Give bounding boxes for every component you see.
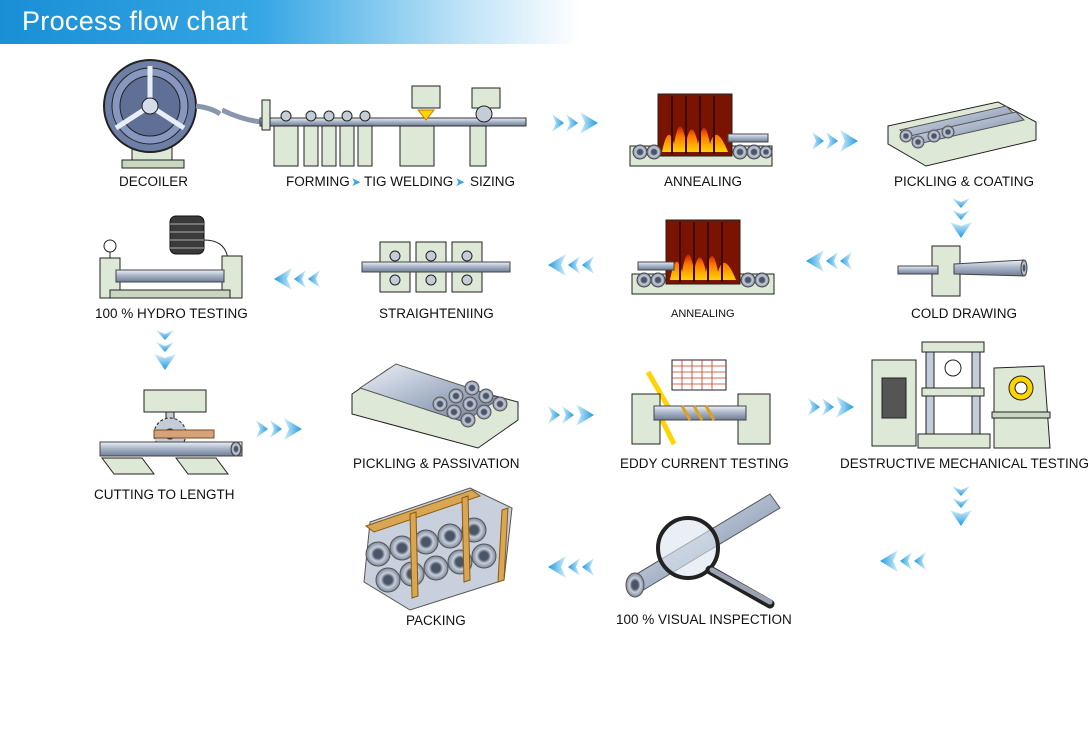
- step-label-visual-inspection: 100 % VISUAL INSPECTION: [616, 612, 792, 627]
- inline-arrow-icon: ➤: [351, 175, 362, 189]
- cutting-illustration: [99, 389, 243, 475]
- step-label-decoiler: DECOILER: [119, 174, 189, 189]
- step-label-pickling-passivation: PICKLING & PASSIVATION: [353, 456, 520, 471]
- page-title: Process flow chart: [22, 6, 248, 36]
- flow-arrow-right: [548, 404, 594, 426]
- step-label-straightening: STRAIGHTENIING: [379, 306, 494, 321]
- pickling-coating-illustration: [887, 101, 1037, 167]
- flow-arrow-down: [154, 330, 176, 370]
- flow-arrow-left: [548, 254, 594, 276]
- flow-arrow-down: [950, 486, 972, 526]
- cold-drawing-illustration: [897, 245, 1028, 297]
- step-label-annealing: ANNEALING: [671, 308, 735, 320]
- destructive-testing-illustration: [871, 341, 1051, 449]
- flow-arrow-left: [880, 550, 926, 572]
- step-label-cold-drawing: COLD DRAWING: [911, 306, 1018, 321]
- flow-arrow-down: [950, 198, 972, 238]
- step-label-destructive-testing: DESTRUCTIVE MECHANICAL TESTING: [840, 456, 1090, 471]
- flow-arrow-right: [552, 112, 598, 134]
- pickling-passivation-illustration: [351, 363, 519, 449]
- step-label-sizing: SIZING: [470, 174, 516, 189]
- forming-line-illustration: [222, 85, 527, 167]
- eddy-current-illustration: [631, 359, 771, 446]
- step-label-tig-welding: TIG WELDING: [364, 174, 454, 189]
- flow-arrow-right: [808, 396, 854, 418]
- visual-inspection-illustration: [625, 493, 781, 609]
- header-banner: Process flow chart: [0, 0, 580, 44]
- flow-arrow-left: [548, 556, 594, 578]
- hydro-testing-illustration: [99, 215, 243, 299]
- inline-arrow-icon: ➤: [455, 175, 466, 189]
- step-label-annealing: ANNEALING: [664, 174, 743, 189]
- flow-arrow-left: [806, 250, 852, 272]
- decoiler-illustration: [103, 59, 222, 169]
- step-label-hydro-testing: 100 % HYDRO TESTING: [95, 306, 248, 321]
- step-label-eddy-current: EDDY CURRENT TESTING: [620, 456, 789, 471]
- step-label-packing: PACKING: [406, 613, 466, 628]
- step-label-cutting: CUTTING TO LENGTH: [94, 487, 235, 502]
- annealing-furnace-illustration: [631, 219, 775, 295]
- flow-arrow-right: [256, 418, 302, 440]
- step-label-forming: FORMING: [286, 174, 350, 189]
- packing-crate-illustration: [363, 487, 513, 611]
- flow-arrow-right: [812, 130, 858, 152]
- annealing-furnace-illustration: [629, 93, 773, 167]
- flow-arrow-left: [274, 268, 320, 290]
- step-label-pickling-coating: PICKLING & COATING: [894, 174, 1035, 189]
- straightening-illustration: [361, 241, 511, 293]
